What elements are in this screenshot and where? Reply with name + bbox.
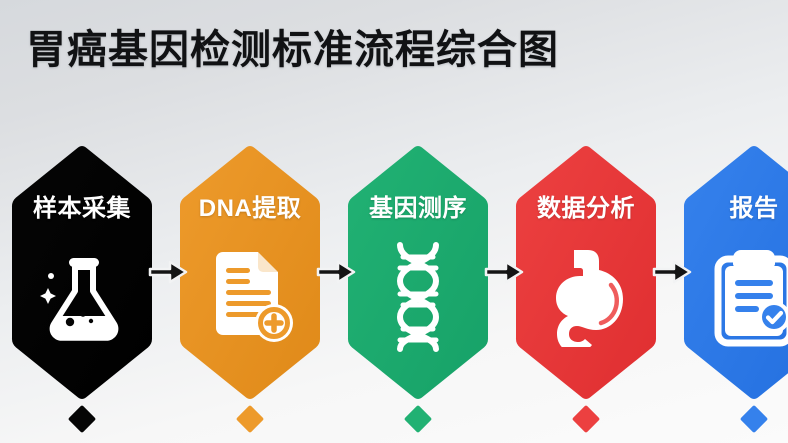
arrow-right-icon — [316, 258, 356, 286]
arrow-right-icon — [484, 258, 524, 286]
arrow-right-icon — [148, 258, 188, 286]
arrow-right-icon — [652, 258, 692, 286]
hexagon-shape — [516, 146, 656, 399]
flow-step-dna-extraction[interactable]: DNA提取 — [180, 146, 320, 433]
hexagon-shape — [684, 146, 788, 399]
flow-step-sample-collection[interactable]: 样本采集 — [12, 146, 152, 433]
flow-step-data-analysis[interactable]: 数据分析 — [516, 146, 656, 433]
flow-step-gene-sequencing[interactable]: 基因测序 — [348, 146, 488, 433]
hexagon-shape — [348, 146, 488, 399]
step-diamond-marker — [737, 402, 771, 441]
step-diamond-marker — [65, 402, 99, 441]
hexagon-shape — [180, 146, 320, 399]
page-title: 胃癌基因检测标准流程综合图 — [26, 28, 559, 72]
flow-step-report[interactable]: 报告 — [684, 146, 788, 433]
step-diamond-marker — [569, 402, 603, 441]
step-diamond-marker — [401, 402, 435, 441]
step-diamond-marker — [233, 402, 267, 441]
hexagon-shape — [12, 146, 152, 399]
